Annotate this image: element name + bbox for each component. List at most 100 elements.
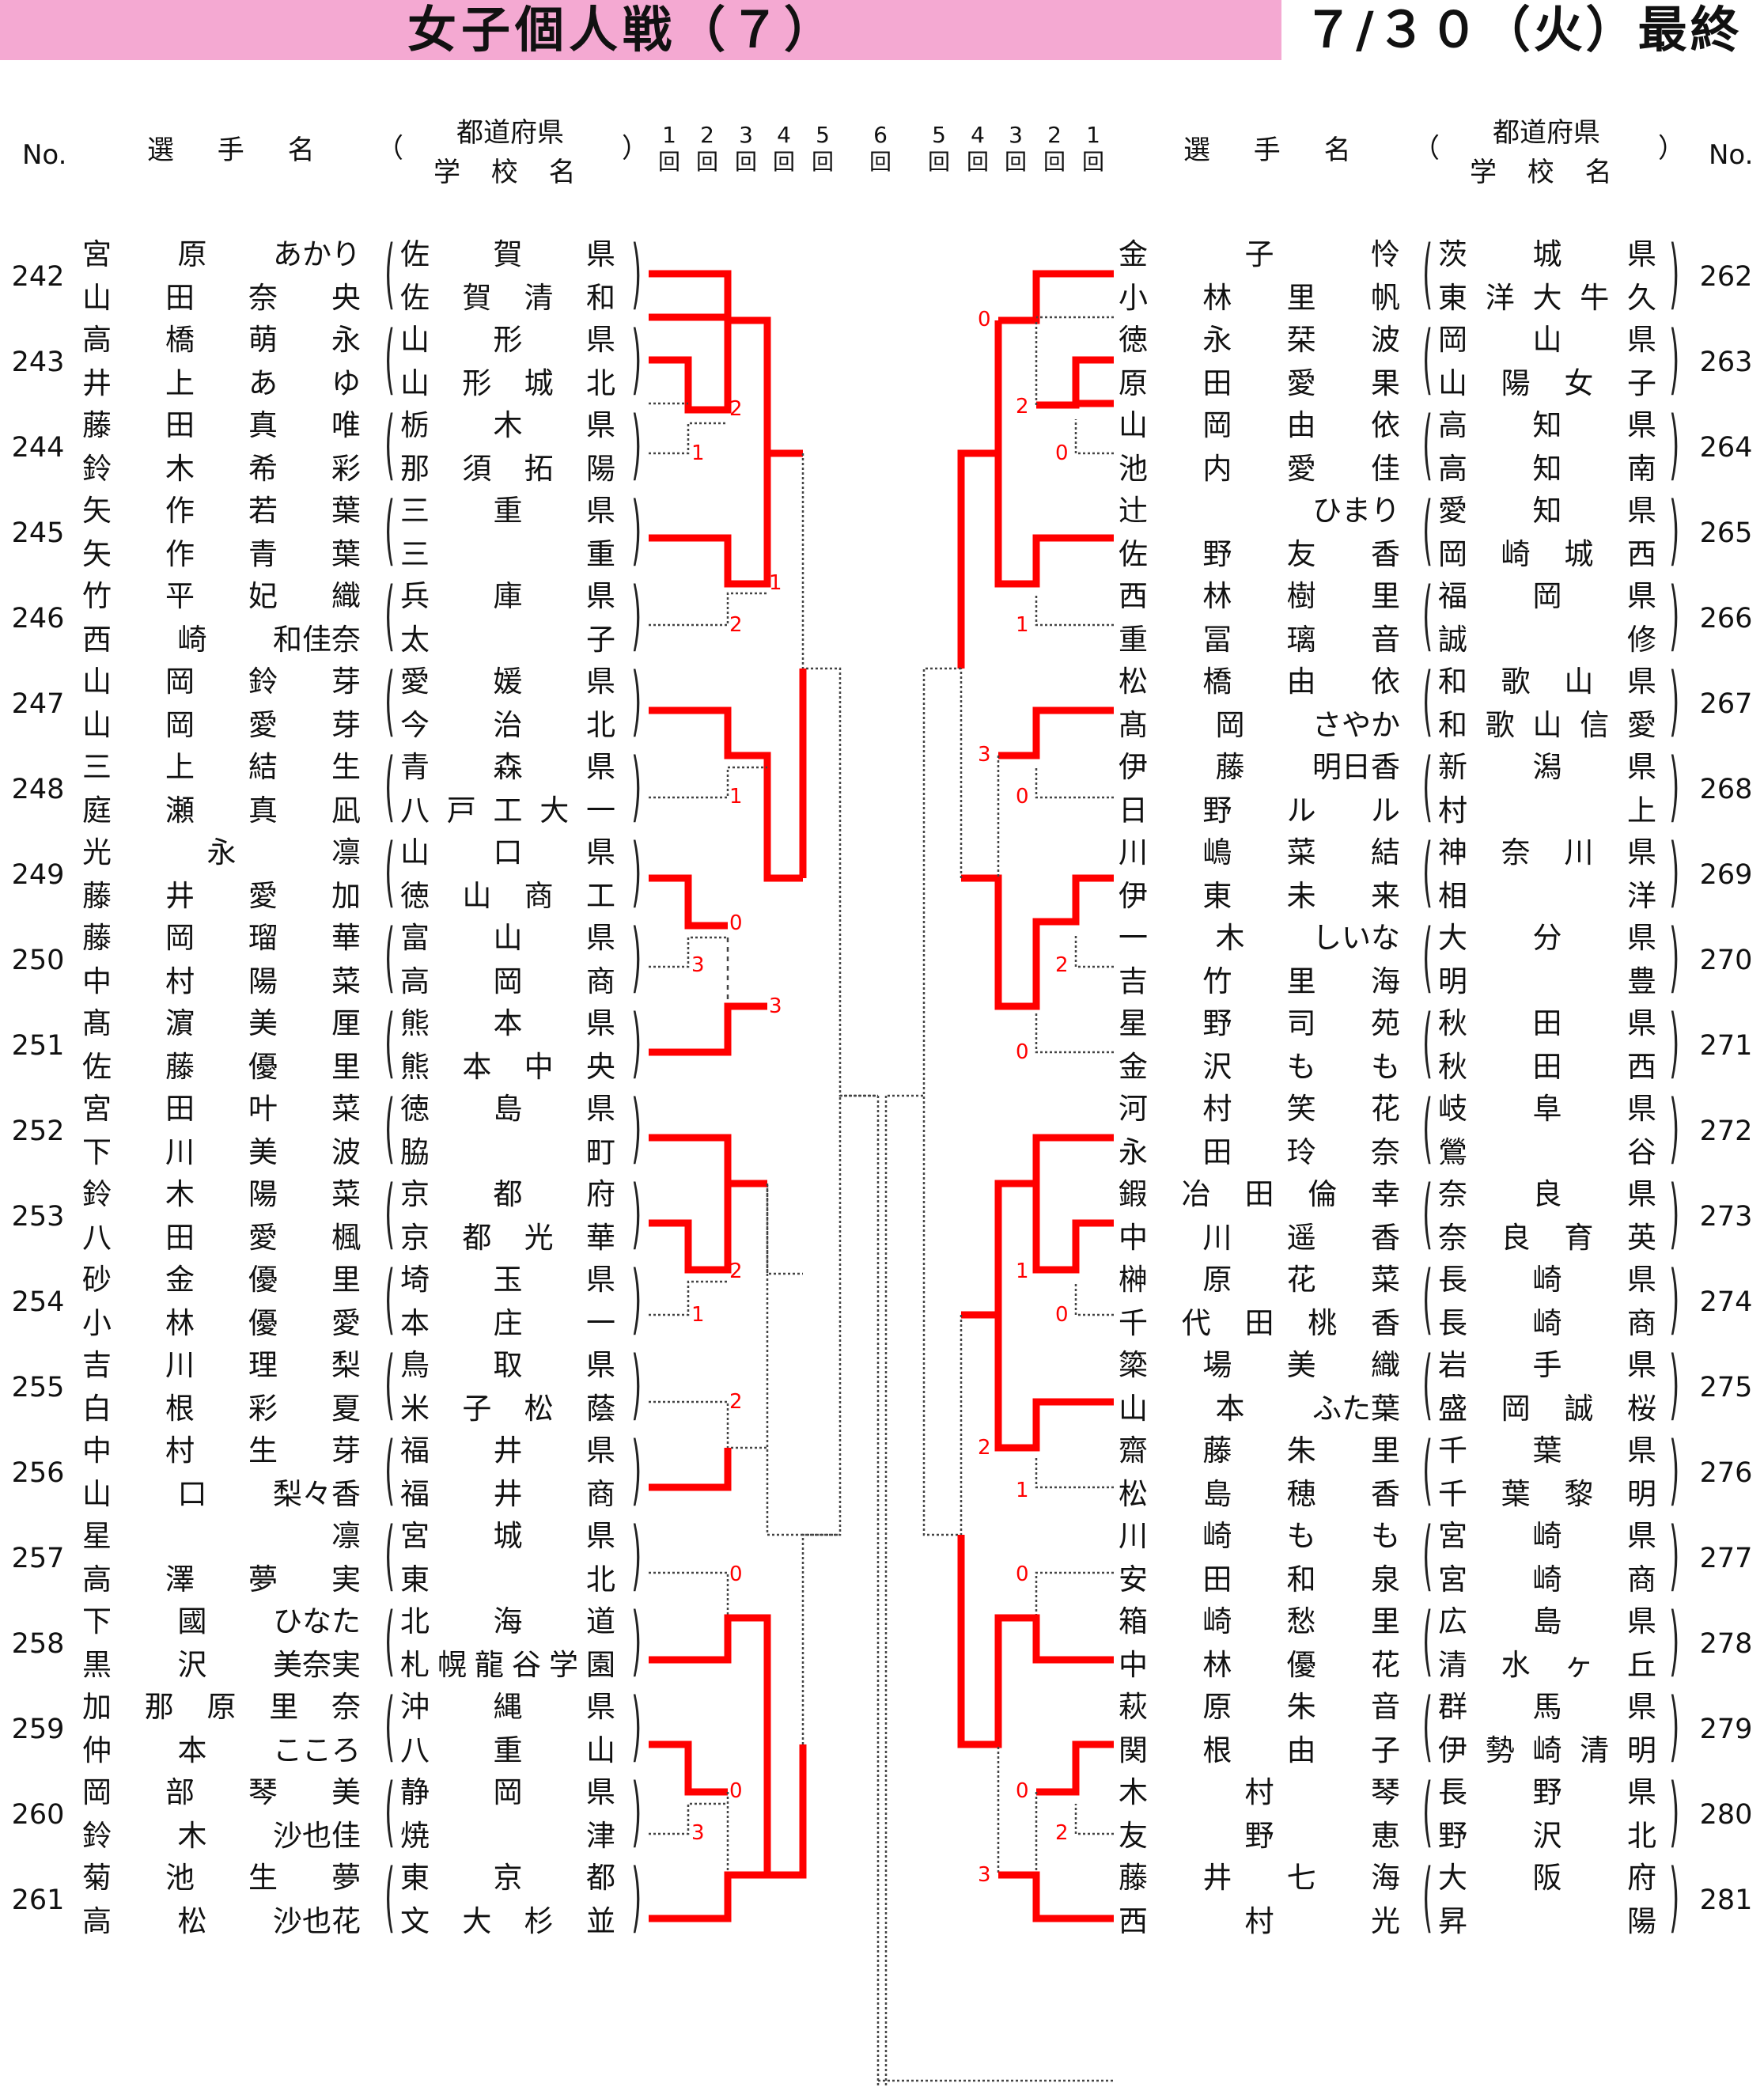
col-pref-right: 都道府県 (1493, 117, 1600, 149)
player-name-part: 琴 (1371, 1775, 1400, 1809)
close-paren: ) (631, 1767, 642, 1856)
player-name-part: 中 (1119, 1221, 1148, 1255)
open-paren: ( (384, 1255, 396, 1343)
player-school: 長崎商 (1438, 1306, 1656, 1341)
player-name-part: 星 (82, 1519, 112, 1553)
player-school-part: 葉 (1532, 1434, 1562, 1468)
player-school-part: 茨 (1438, 237, 1467, 271)
player-name: 松橋由依 (1119, 665, 1400, 699)
player-name-part: 香 (1371, 1306, 1400, 1340)
player-name-part: 本 (1215, 1392, 1245, 1426)
player-name-part: 林 (1202, 281, 1232, 315)
player-name-part: 宮 (82, 237, 112, 271)
player-name-part: 樹 (1286, 579, 1316, 613)
player-school-part: 一 (586, 1306, 615, 1340)
player-school: 高知南 (1438, 452, 1656, 487)
player-school-part: 県 (1627, 1263, 1656, 1297)
player-name: 鈴木陽菜 (82, 1177, 361, 1212)
player-school-part: 子 (1626, 366, 1656, 400)
player-school-part: 北 (400, 1604, 430, 1638)
player-name-part: 芽 (331, 708, 361, 742)
player-school-part: 県 (586, 1006, 615, 1040)
player-name-part: 葉 (331, 494, 361, 528)
player-name-part: 海 (1370, 964, 1400, 998)
player-name-part: 吉 (82, 1348, 112, 1382)
player-school-part: ヶ (1564, 1648, 1594, 1682)
player-school: 岡崎城西 (1438, 537, 1656, 572)
player-school-part: 工 (493, 794, 523, 828)
score: 2 (1016, 395, 1029, 419)
player-school-part: 都 (462, 1221, 492, 1255)
player-school-part: 清 (524, 281, 554, 315)
player-name-part: 真 (248, 794, 278, 828)
win-path (649, 1002, 767, 1056)
win-path (649, 1740, 728, 1796)
player-name: 西村光 (1119, 1904, 1400, 1939)
player-name-part: 泉 (1370, 1562, 1400, 1596)
win-path (994, 1315, 1114, 1452)
player-school-part: 牛 (1580, 281, 1610, 315)
player-school-part: 清 (1580, 1733, 1610, 1767)
player-name: 加那原里奈 (82, 1690, 361, 1725)
close-paren: ) (631, 486, 642, 574)
player-school-part: 京 (400, 1177, 430, 1211)
player-name-part: 小 (82, 1306, 112, 1340)
player-school-part: 松 (524, 1392, 554, 1426)
player-name-part: 司 (1286, 1006, 1316, 1040)
player-school: 秋田県 (1438, 1006, 1656, 1041)
player-name: 中村生芽 (82, 1434, 361, 1468)
player-school-part: 昇 (1438, 1904, 1467, 1938)
player-school: 岡山県 (1438, 323, 1656, 358)
open-paren: ( (384, 315, 396, 403)
player-name-part: 七 (1286, 1861, 1316, 1895)
player-name-part: 村 (1202, 1092, 1232, 1126)
open-paren: ( (384, 828, 396, 916)
player-name-part: 永 (206, 835, 237, 869)
player-school-part: 久 (1627, 281, 1656, 315)
player-school-part: 今 (400, 708, 430, 742)
player-name-part: 作 (165, 494, 195, 528)
player-name: 砂金優里 (82, 1263, 361, 1297)
player-name: 川崎もも (1119, 1519, 1400, 1554)
player-name: 鈴木希彩 (82, 452, 361, 487)
player-school-part: 央 (585, 1050, 615, 1084)
player-name-part: 橋 (1202, 665, 1232, 699)
player-school-part: 山 (1438, 366, 1467, 400)
loss-line (649, 1400, 767, 1449)
player-school-part: 熊 (400, 1006, 430, 1040)
player-name-part: 木 (165, 452, 195, 486)
player-school: 静岡県 (400, 1775, 615, 1810)
player-name-part: 美奈実 (273, 1648, 361, 1682)
player-school-part: 県 (1627, 323, 1656, 357)
player-school-part: 津 (586, 1819, 615, 1853)
player-school-part: 拓 (524, 452, 554, 486)
player-name-part: 希 (248, 452, 278, 486)
player-school-part: 一 (586, 794, 615, 828)
player-name-part: 里 (331, 1263, 361, 1297)
player-name: 中林優花 (1119, 1648, 1400, 1683)
player-school-part: 商 (1627, 1562, 1656, 1596)
player-name-part: 箱 (1119, 1604, 1148, 1638)
close-paren: ) (1669, 1511, 1680, 1600)
score: 0 (1016, 785, 1029, 809)
player-school-part: 高 (1438, 408, 1467, 442)
entry-number: 258 (11, 1628, 65, 1660)
player-school-part: 山 (400, 323, 430, 357)
close-paren: ) (1669, 1084, 1680, 1172)
player-school: 熊本中央 (400, 1050, 615, 1085)
player-school-part: 龍 (475, 1648, 504, 1682)
player-name: 佐野友香 (1119, 537, 1400, 572)
player-school: 青森県 (400, 750, 615, 785)
loss-line (1074, 1804, 1114, 1835)
player-name-part: 井 (165, 879, 195, 913)
player-name-part: 由 (1286, 665, 1316, 699)
close-paren: ) (631, 400, 642, 489)
player-school-part: 修 (1627, 623, 1656, 657)
player-school-part: 田 (1532, 1050, 1562, 1084)
open-paren: ( (1422, 1853, 1433, 1941)
player-name-part: 木 (1215, 921, 1245, 955)
player-name-part: 生 (248, 1861, 278, 1895)
player-name-part: 川 (1119, 835, 1148, 869)
player-name-part: 原 (206, 1690, 237, 1724)
player-school-part: 県 (1626, 835, 1656, 869)
